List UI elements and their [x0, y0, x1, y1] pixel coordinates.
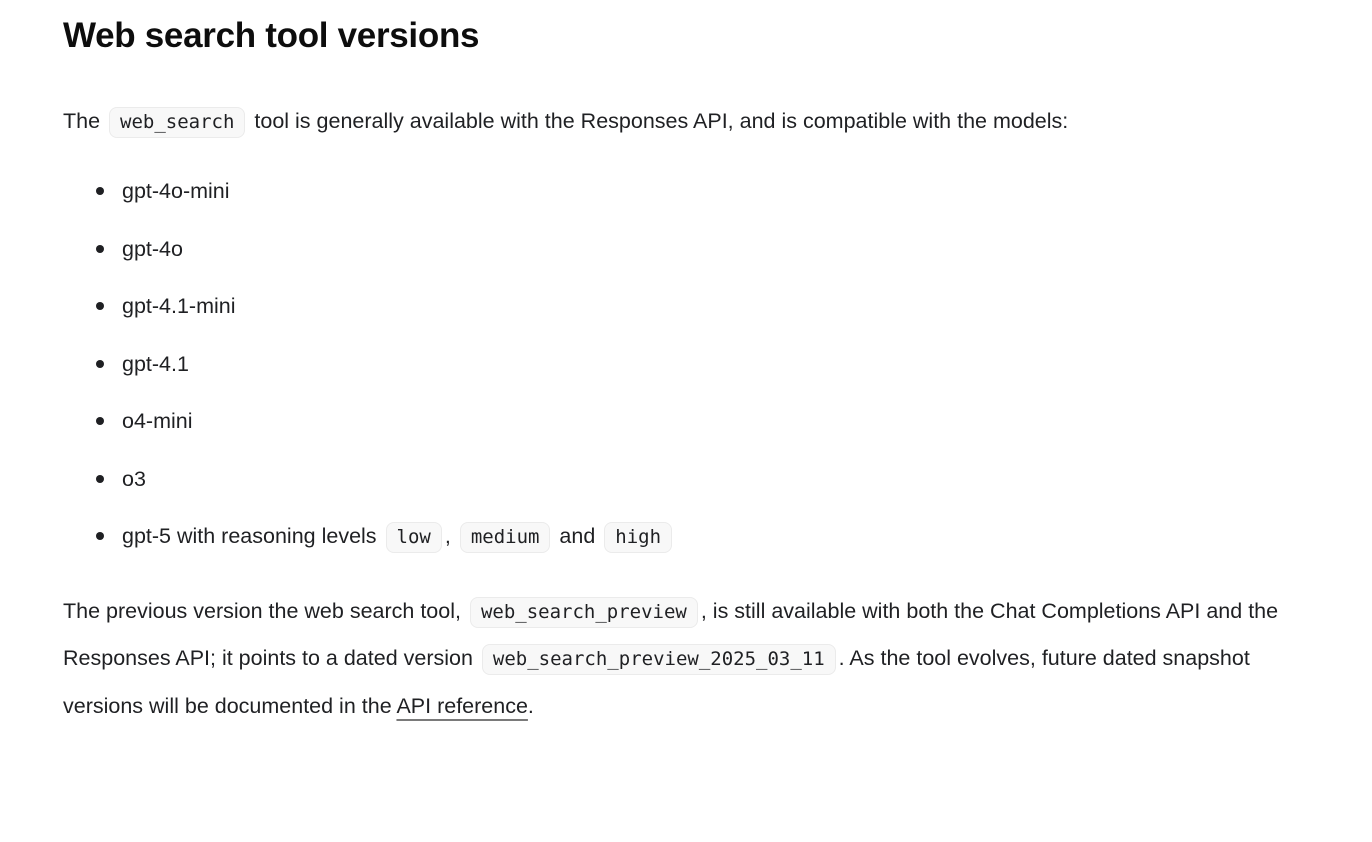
- docs-article: Web search tool versions The web_search …: [63, 16, 1286, 730]
- text-run: .: [527, 693, 534, 718]
- text-run: ,: [444, 524, 457, 549]
- list-item: gpt-4.1-mini: [63, 283, 1286, 330]
- text-run: o3: [122, 466, 146, 491]
- text-run: . As the tool evolves, future dated snap…: [63, 646, 1250, 718]
- list-item: gpt-4o-mini: [63, 168, 1286, 215]
- inline-code-chip: web_search_preview: [469, 596, 698, 628]
- intro-paragraph: The web_search tool is generally availab…: [63, 98, 1286, 146]
- text-run: gpt-5 with reasoning levels: [122, 524, 383, 549]
- text-run: gpt-4o: [122, 236, 183, 261]
- inline-code-chip: low: [385, 522, 442, 554]
- list-item: gpt-4.1: [63, 341, 1286, 388]
- text-run: The previous version the web search tool…: [63, 598, 467, 623]
- text-run: gpt-4o-mini: [122, 179, 230, 204]
- inline-code-chip: medium: [459, 522, 551, 554]
- outro-paragraph: The previous version the web search tool…: [63, 588, 1286, 730]
- model-list: gpt-4o-mini gpt-4o gpt-4.1-mini gpt-4.1 o4-m…: [63, 168, 1286, 561]
- text-run: , is still available with both the Chat …: [63, 598, 1279, 671]
- text-run: o4-mini: [122, 409, 193, 434]
- inline-code-chip: web_search_preview_2025_03_11: [481, 644, 836, 676]
- list-item: gpt-4o: [63, 226, 1286, 273]
- text-run: The: [63, 108, 107, 133]
- inline-code-chip: high: [604, 522, 673, 554]
- text-run: gpt-4.1: [122, 351, 189, 376]
- inline-code-chip: web_search: [109, 106, 246, 138]
- page-title: Web search tool versions: [63, 16, 480, 55]
- text-run: tool is generally available with the Res…: [248, 108, 1069, 133]
- text-run: and: [553, 524, 602, 549]
- list-item: gpt-5 with reasoning levels low, medium …: [63, 513, 1286, 561]
- list-item: o3: [63, 456, 1286, 503]
- api-reference-link[interactable]: API reference: [396, 693, 528, 718]
- list-item: o4-mini: [63, 398, 1286, 445]
- text-run: gpt-4.1-mini: [122, 294, 236, 319]
